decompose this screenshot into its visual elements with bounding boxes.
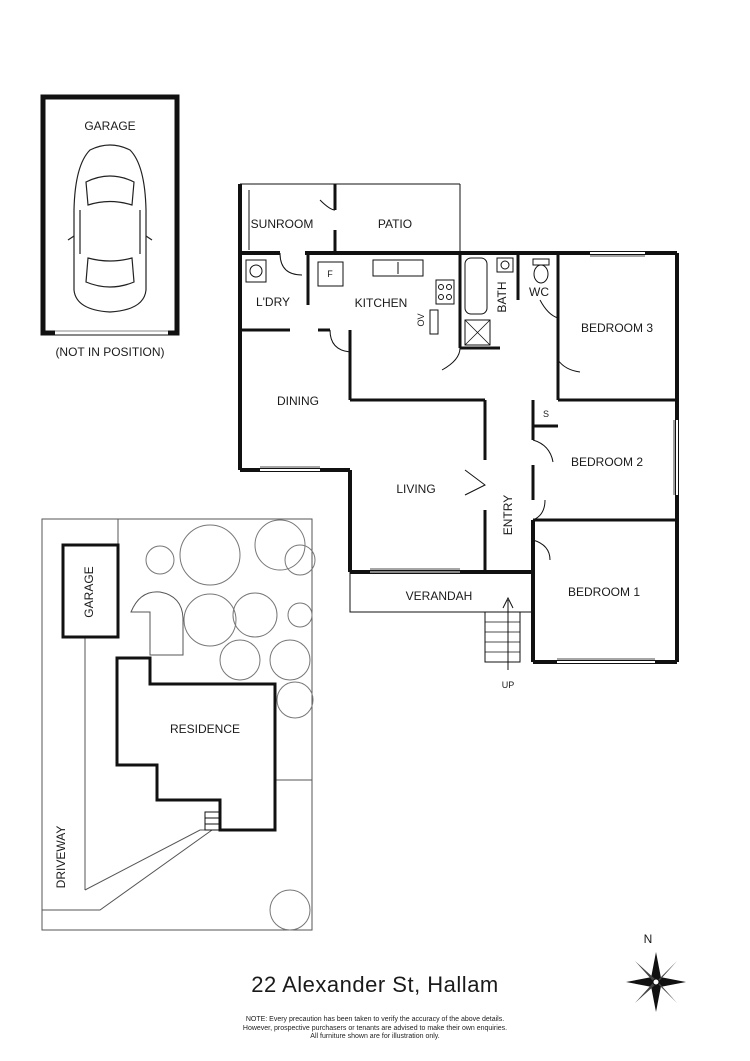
compass-rose-icon xyxy=(626,952,686,1012)
site-driveway-label: DRIVEWAY xyxy=(54,826,68,889)
room-label-bedroom3: BEDROOM 3 xyxy=(581,321,653,335)
property-address: 22 Alexander St, Hallam xyxy=(251,972,499,997)
room-label-storage: S xyxy=(543,409,549,419)
room-label-bedroom2: BEDROOM 2 xyxy=(571,455,643,469)
room-label-bath: BATH xyxy=(495,281,509,312)
room-label-wc: WC xyxy=(529,285,549,299)
room-label-patio: PATIO xyxy=(378,217,412,231)
room-label-bedroom1: BEDROOM 1 xyxy=(568,585,640,599)
room-label-entry: ENTRY xyxy=(501,495,515,535)
car-icon xyxy=(67,144,153,313)
garage-label: GARAGE xyxy=(84,119,135,133)
garage-position-note: (NOT IN POSITION) xyxy=(55,345,164,359)
room-label-dining: DINING xyxy=(277,394,319,408)
disclaimer-line: NOTE: Every precaution has been taken to… xyxy=(245,1016,505,1023)
room-label-laundry: L'DRY xyxy=(256,295,290,309)
siteplan-steps xyxy=(204,811,221,831)
site-garage-label: GARAGE xyxy=(82,566,96,617)
tree-icons xyxy=(145,519,316,931)
fridge-label: F xyxy=(327,269,333,279)
room-label-verandah: VERANDAH xyxy=(406,589,473,603)
disclaimer-note: NOTE: Every precaution has been taken to… xyxy=(0,1016,750,1042)
floorplan xyxy=(238,183,679,670)
garage-block: GARAGE (NOT IN POSITION) xyxy=(40,94,180,359)
room-label-kitchen: KITCHEN xyxy=(355,296,408,310)
disclaimer-line: However, prospective purchasers or tenan… xyxy=(242,1024,508,1032)
oven-label: OV xyxy=(416,313,426,326)
stairs-up-label: UP xyxy=(502,680,515,690)
site-residence-label: RESIDENCE xyxy=(170,722,240,736)
room-label-living: LIVING xyxy=(396,482,435,496)
compass-north-label: N xyxy=(644,932,653,946)
siteplan-buildings xyxy=(61,543,277,832)
room-label-sunroom: SUNROOM xyxy=(251,217,314,231)
disclaimer-line: All furniture shown are for illustration… xyxy=(310,1033,440,1040)
